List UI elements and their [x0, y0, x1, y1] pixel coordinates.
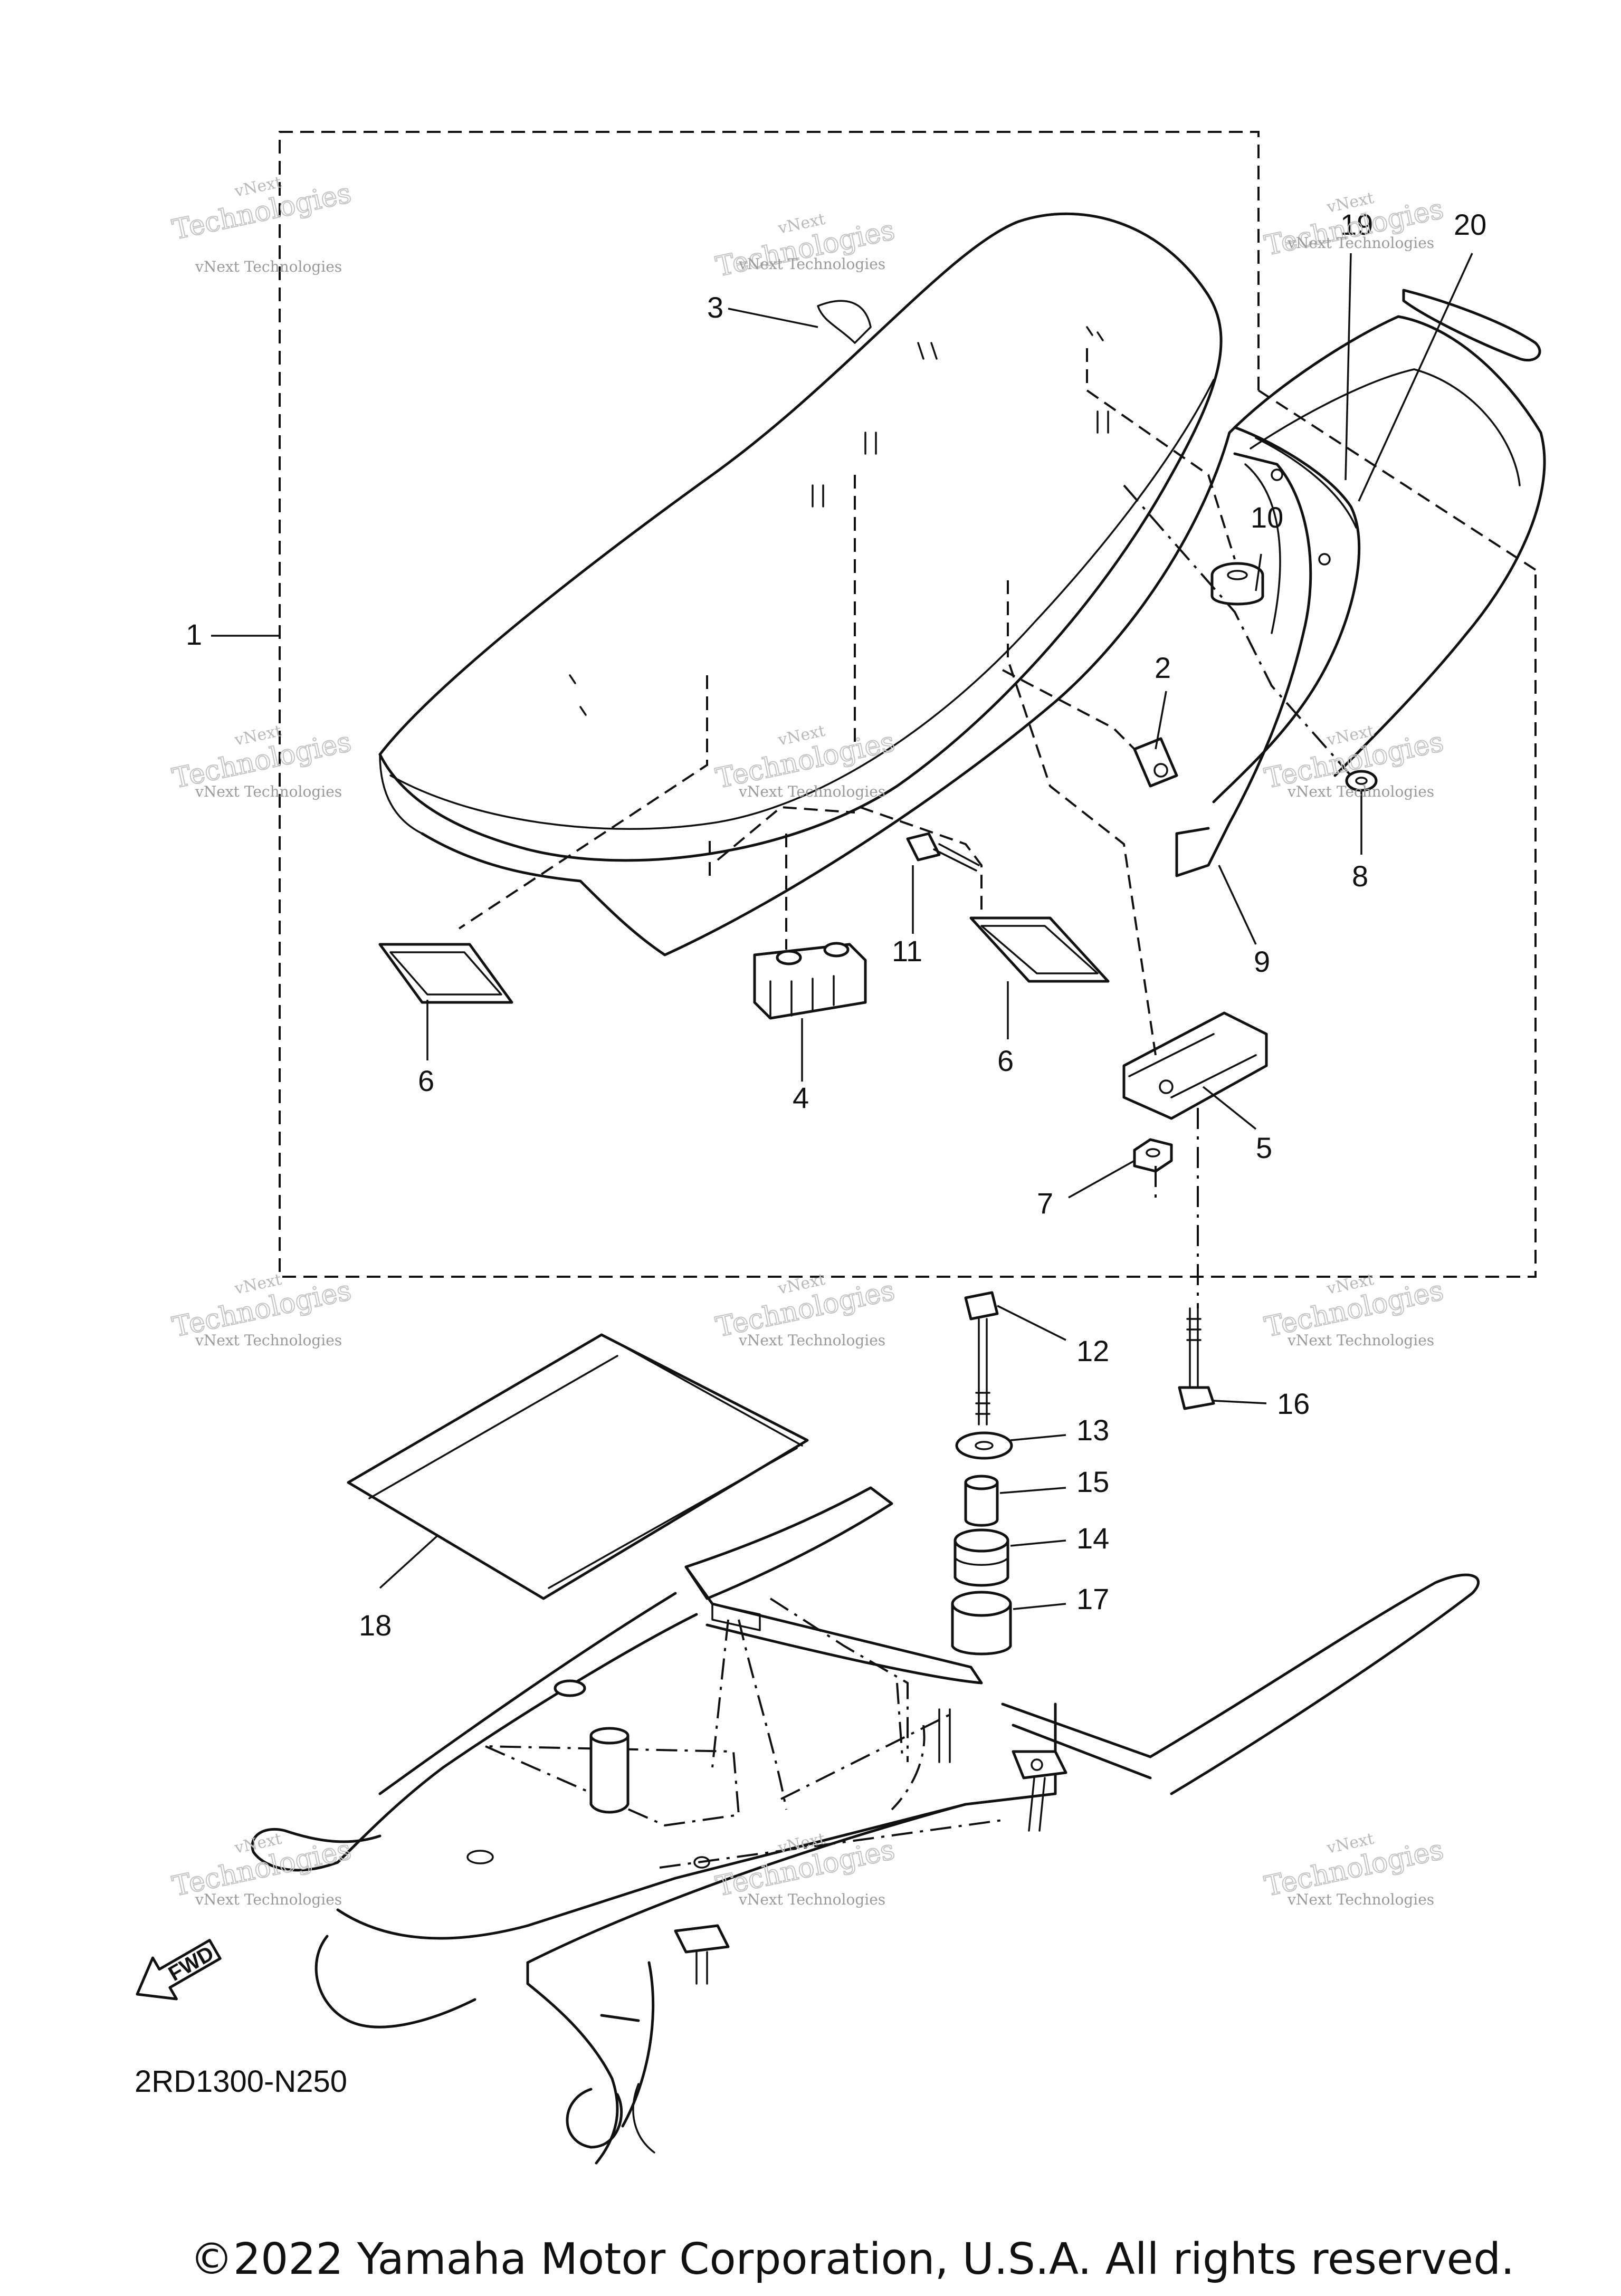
frame [251, 1486, 1480, 2165]
callout-1: 1 [186, 618, 202, 651]
part-4-bracket [753, 942, 867, 1020]
svg-text:vNext Technologies: vNext Technologies [195, 1891, 342, 1908]
callout-17: 17 [1076, 1582, 1109, 1615]
leader-lines [211, 253, 1473, 1610]
copyright-notice: ©2022 Yamaha Motor Corporation, U.S.A. A… [190, 2234, 1515, 2284]
callout-18: 18 [359, 1609, 392, 1642]
callout-6-left: 6 [418, 1064, 434, 1097]
svg-text:vNext Technologies: vNext Technologies [195, 1332, 342, 1349]
svg-text:vNext Technologies: vNext Technologies [1287, 1891, 1434, 1908]
callout-20: 20 [1454, 208, 1486, 241]
callout-15: 15 [1076, 1465, 1109, 1498]
callout-11: 11 [892, 934, 922, 968]
callout-8: 8 [1352, 859, 1368, 893]
part-16-bolt [1178, 1307, 1215, 1410]
callouts: 1 2 3 4 5 6 6 7 8 9 10 11 12 13 14 15 16… [186, 208, 1486, 1642]
callout-13: 13 [1076, 1413, 1109, 1447]
fwd-label: FWD [165, 1941, 218, 1986]
svg-text:vNext Technologies: vNext Technologies [195, 258, 342, 275]
part-6-pad-right [969, 916, 1110, 983]
svg-text:vNext Technologies: vNext Technologies [1287, 1332, 1434, 1349]
boundary-link [1257, 389, 1537, 571]
seat-base-bracket [1175, 452, 1331, 877]
part-5-latch [1122, 1011, 1268, 1120]
callout-2: 2 [1155, 651, 1171, 684]
fwd-arrow: FWD [136, 1939, 222, 2001]
callout-5: 5 [1256, 1131, 1272, 1164]
callout-3: 3 [707, 291, 723, 324]
callout-6-right: 6 [997, 1044, 1014, 1077]
callout-7: 7 [1037, 1187, 1053, 1220]
seat-assembly [378, 212, 1231, 956]
callout-14: 14 [1076, 1522, 1109, 1555]
callout-16: 16 [1277, 1387, 1310, 1420]
part-17-spacer [951, 1591, 1012, 1656]
svg-text:vNext Technologies: vNext Technologies [1287, 783, 1434, 800]
part-11-bolt [906, 832, 980, 872]
part-6-pad-left [378, 943, 513, 1004]
part-12-bolt [964, 1291, 999, 1426]
callout-19: 19 [1340, 208, 1373, 241]
svg-text:vNext Technologies: vNext Technologies [195, 783, 342, 800]
svg-text:vNext Technologies: vNext Technologies [738, 1332, 885, 1349]
callout-12: 12 [1076, 1334, 1109, 1367]
part-7-nut [1133, 1138, 1173, 1173]
part-14-damper [953, 1528, 1009, 1587]
svg-text:vNext Technologies: vNext Technologies [738, 783, 885, 800]
assembly-boundary [279, 131, 1537, 1278]
part-18-sheet [347, 1333, 809, 1600]
connector-lines [458, 348, 1352, 1308]
svg-text:vNext Technologies: vNext Technologies [738, 1891, 885, 1908]
part-2-clip [1133, 737, 1178, 788]
svg-text:vNext Technologies: vNext Technologies [1287, 234, 1434, 252]
svg-text:vNext Technologies: vNext Technologies [738, 255, 885, 273]
part-code: 2RD1300-N250 [135, 2064, 347, 2099]
part-8-grommet [1345, 770, 1378, 792]
part-13-washer [955, 1431, 1013, 1460]
part-15-collar [964, 1475, 999, 1527]
part-10-damper [1210, 562, 1264, 606]
callout-4: 4 [793, 1081, 809, 1114]
tail-cowl [1212, 315, 1546, 803]
callout-9: 9 [1254, 945, 1270, 978]
callout-10: 10 [1251, 501, 1283, 534]
